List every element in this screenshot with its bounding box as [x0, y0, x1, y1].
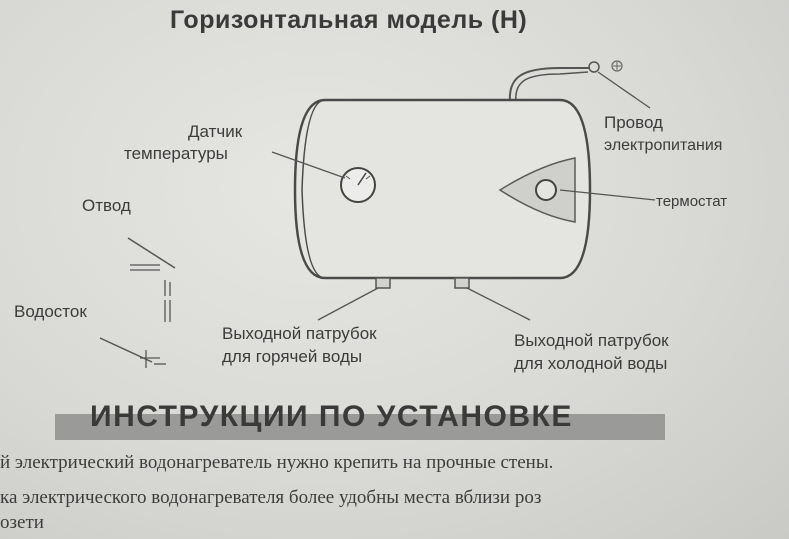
- page-title: Горизонтальная модель (Н): [170, 6, 528, 34]
- tank-end-cap: [301, 99, 326, 279]
- section-heading: ИНСТРУКЦИИ ПО УСТАНОВКЕ: [90, 400, 573, 433]
- hot-outlet-label-1: Выходной патрубок: [222, 324, 377, 343]
- body-line-1: й электрический водонагреватель нужно кр…: [0, 452, 554, 473]
- body-line-2: ка электрического водонагревателя более …: [0, 487, 542, 508]
- leader-hot: [317, 287, 379, 321]
- cold-outlet-label-1: Выходной патрубок: [514, 331, 669, 350]
- power-cord: [508, 67, 590, 105]
- section-heading-bar: [55, 414, 665, 440]
- hot-pipe: [375, 277, 391, 289]
- plug-icon: [588, 61, 600, 73]
- outlet-line: [127, 237, 176, 269]
- leader-sensor: [271, 151, 346, 179]
- power-cord-label-1: Провод: [604, 113, 663, 132]
- leader-power: [597, 71, 651, 109]
- leader-cold: [466, 287, 531, 321]
- thermostat-knob: [535, 179, 557, 201]
- cold-pipe: [454, 277, 470, 289]
- body-line-3: озети: [0, 512, 44, 533]
- power-cord-label-2: электропитания: [604, 137, 723, 154]
- leader-thermostat: [559, 189, 656, 201]
- temp-sensor-label-1: Датчик: [188, 122, 243, 141]
- hot-outlet-label-2: для горячей воды: [222, 347, 363, 366]
- cold-outlet-label-2: для холодной воды: [514, 354, 668, 373]
- outlet-label: Отвод: [82, 196, 131, 215]
- drain-label: Водосток: [14, 302, 87, 321]
- thermostat-label: термостат: [656, 193, 728, 210]
- power-cord-inner: [515, 71, 589, 105]
- plug-ground-icon: [611, 60, 623, 72]
- tank-body: [293, 98, 592, 280]
- temp-sensor-label-2: температуры: [124, 144, 228, 163]
